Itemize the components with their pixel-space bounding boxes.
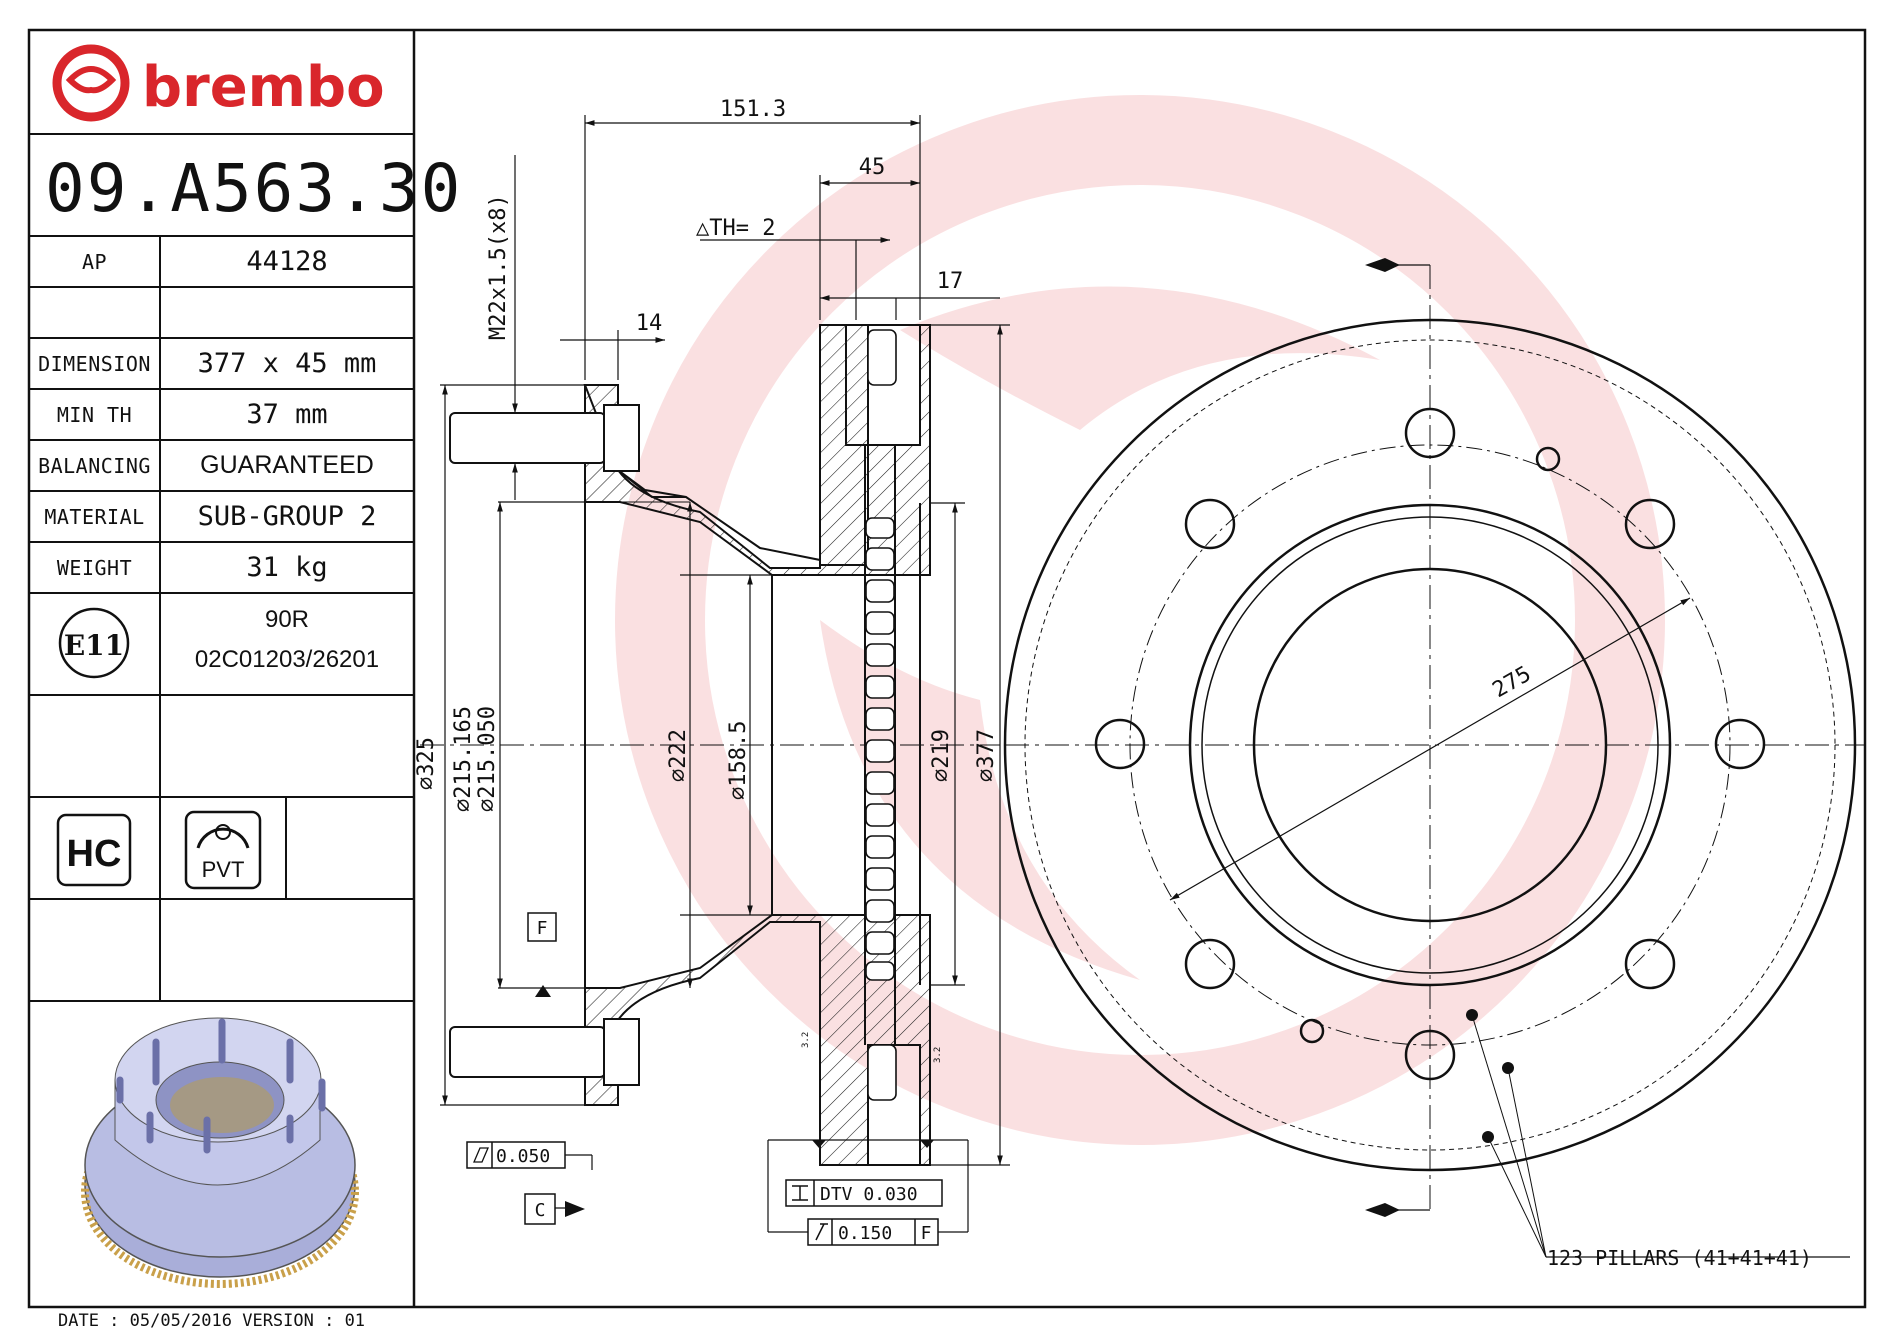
dim-thread: M22x1.5(x8) xyxy=(486,194,511,340)
brand-wordmark: brembo xyxy=(142,55,385,120)
dim-d158: ⌀158.5 xyxy=(726,721,751,800)
part-number: 09.A563.30 xyxy=(45,150,463,227)
dim-th-tolerance: △TH= 2 xyxy=(696,216,775,241)
title-block-grid xyxy=(29,133,414,1002)
front-view xyxy=(1003,318,1865,1258)
stud-holes xyxy=(1094,407,1766,1081)
datum-f: F xyxy=(537,918,548,939)
dim-d219: ⌀219 xyxy=(929,729,954,782)
hc-badge: HC xyxy=(67,833,122,875)
datum-c: C xyxy=(535,1200,546,1221)
approval-line-1: 90R xyxy=(264,606,310,633)
runout-value: 0.150 xyxy=(838,1223,892,1244)
dimension-label: DIMENSION xyxy=(38,351,151,376)
footer-date-version: DATE : 05/05/2016 VERSION : 01 xyxy=(58,1311,366,1331)
dtv-value: DTV 0.030 xyxy=(820,1184,918,1205)
dim-overall-width: 151.3 xyxy=(720,97,786,122)
dim-vane-offset: 17 xyxy=(937,269,964,294)
pvt-badge: PVT xyxy=(202,857,245,882)
pvt-disc-icon xyxy=(196,827,250,849)
roughness-right: 3.2 xyxy=(933,1047,943,1063)
runout-frame xyxy=(807,1218,939,1246)
flatness-symbol-icon xyxy=(473,1147,489,1163)
datum-f-box xyxy=(527,912,557,942)
approval-mark: E11 xyxy=(64,629,124,662)
dimension-lines xyxy=(440,115,1431,1233)
dim-d215-upper: ⌀215.165 xyxy=(451,706,476,812)
datum-c-box xyxy=(524,1193,556,1225)
dim-flange: 14 xyxy=(636,311,663,336)
material-label: MATERIAL xyxy=(44,504,145,529)
hc-badge-frame xyxy=(56,813,132,887)
dim-d325: ⌀325 xyxy=(414,737,439,790)
watermark-logo xyxy=(615,95,1665,1145)
weight-value: 31 kg xyxy=(246,552,328,583)
dim-d222: ⌀222 xyxy=(666,729,691,782)
e-mark-icon xyxy=(58,607,130,679)
ap-value: 44128 xyxy=(246,246,328,277)
flatness-value: 0.050 xyxy=(496,1146,550,1167)
dtv-symbol-icon xyxy=(792,1185,808,1201)
sheet-border xyxy=(27,28,1867,1309)
brembo-logo-icon xyxy=(52,44,130,122)
section-view xyxy=(420,324,1000,1166)
disc-3d-render xyxy=(81,1017,359,1288)
locator-hole-icon xyxy=(1535,446,1561,472)
dim-pcd: 275 xyxy=(1489,662,1536,704)
balancing-label: BALANCING xyxy=(38,453,151,478)
approval-line-2: 02C01203/26201 xyxy=(194,646,380,673)
pillars-note: 123 PILLARS (41+41+41) xyxy=(1547,1246,1812,1270)
dim-thickness: 45 xyxy=(859,155,886,180)
runout-ref: F xyxy=(921,1223,932,1244)
flatness-frame xyxy=(466,1141,566,1169)
balancing-value: GUARANTEED xyxy=(200,451,374,479)
watermark-logo-inner xyxy=(820,286,1380,980)
dimension-value: 377 x 45 mm xyxy=(197,348,377,379)
dim-d377: ⌀377 xyxy=(974,729,999,782)
min-th-label: MIN TH xyxy=(56,402,133,427)
ap-label: AP xyxy=(81,249,108,274)
dtv-frame xyxy=(785,1179,943,1207)
material-value: SUB-GROUP 2 xyxy=(197,501,377,532)
dim-d215-lower: ⌀215.050 xyxy=(475,706,500,812)
runout-symbol-icon xyxy=(815,1223,828,1241)
roughness-left: 3.2 xyxy=(801,1032,811,1048)
pillar-markers xyxy=(1466,1009,1514,1143)
weight-label: WEIGHT xyxy=(56,555,133,580)
pvt-badge-frame xyxy=(184,810,262,890)
min-th-value: 37 mm xyxy=(246,399,328,430)
